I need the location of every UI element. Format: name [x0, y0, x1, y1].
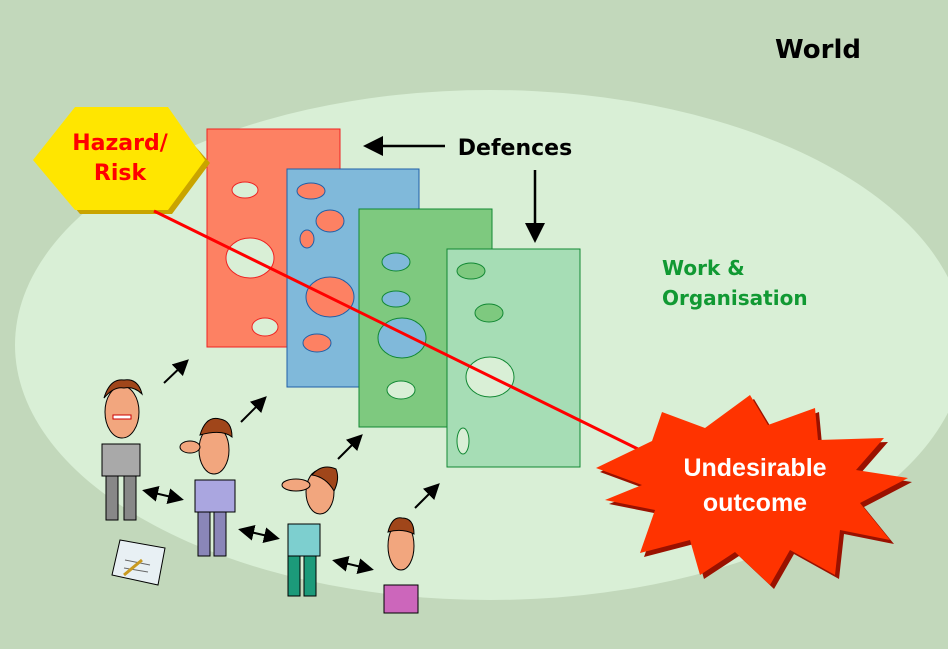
world-label: World — [775, 35, 861, 65]
accident-trajectory-line — [153, 209, 641, 452]
influence-arrow-4 — [414, 483, 440, 509]
hazard-label-line1: Hazard/ — [72, 131, 169, 156]
person-3-icon — [281, 466, 339, 597]
influence-arrow-1 — [163, 359, 189, 384]
person-1-icon — [101, 379, 143, 521]
undesirable-outcome-starburst — [596, 395, 912, 589]
interaction-arrow-2 — [238, 524, 280, 544]
defences-label: Defences — [458, 136, 572, 161]
outcome-label-line1: Undesirable — [683, 454, 826, 482]
blueprint-plan-icon — [111, 539, 166, 586]
outcome-label-line2: outcome — [703, 489, 807, 517]
influence-arrow-3 — [337, 434, 363, 460]
influence-arrow-2 — [240, 396, 267, 423]
hazard-risk-hexagon — [33, 107, 210, 214]
work-organisation-label-line1: Work & — [662, 256, 745, 280]
hazard-label-line2: Risk — [94, 161, 148, 186]
person-2-icon — [179, 417, 236, 557]
defence-layer-4 — [446, 248, 581, 468]
person-4-icon — [383, 517, 419, 614]
interaction-arrow-3 — [332, 555, 374, 575]
interaction-arrow-1 — [142, 485, 184, 505]
work-organisation-label-line2: Organisation — [662, 286, 808, 310]
